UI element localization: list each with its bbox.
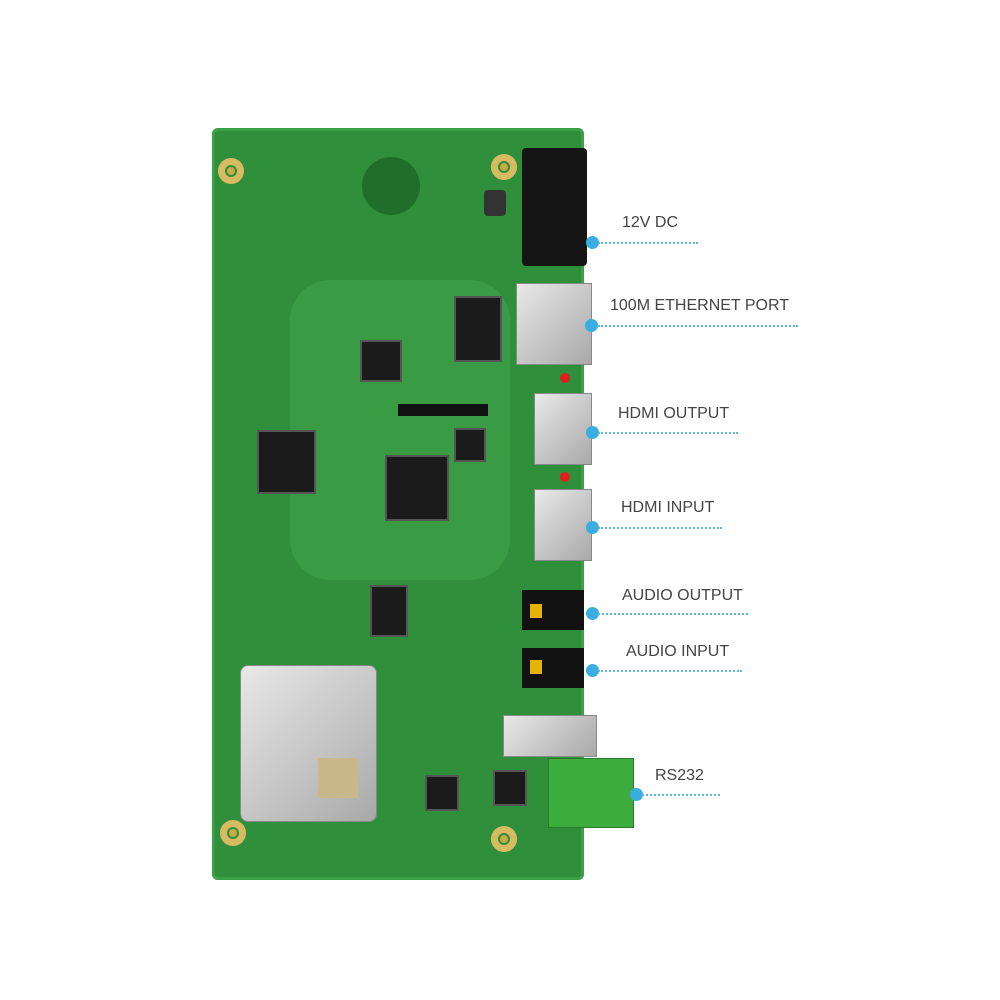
callout-label-hdmi-output: HDMI OUTPUT [618,405,730,422]
callout-line [642,794,720,796]
callout-dot [586,236,599,249]
callout-label-audio-input: AUDIO INPUT [626,643,730,660]
audio-jumper [530,660,542,674]
callout-line [598,527,722,529]
callout-label-rs232: RS232 [655,767,704,784]
battery-pad [362,157,420,215]
led [560,373,570,383]
callout-dot [586,607,599,620]
audio-jumper [530,604,542,618]
callout-dot [585,319,598,332]
dc-jack [522,148,587,266]
callout-dot [586,521,599,534]
chip [360,340,402,382]
chip [425,775,459,811]
usb-port [503,715,597,757]
callout-label-ethernet: 100M ETHERNET PORT [610,297,790,314]
4g-module [240,665,377,822]
led [560,472,570,482]
callout-line [598,613,748,615]
mounting-hole [491,154,517,180]
callout-dot [586,664,599,677]
chip [454,428,486,462]
callout-dot [586,426,599,439]
callout-line [598,670,742,672]
qr-code [318,758,358,798]
chip [370,585,408,637]
chip [493,770,527,806]
callout-dot [630,788,643,801]
ethernet-transformer [454,296,502,362]
chip [257,430,316,494]
callout-label-12v-dc: 12V DC [622,214,679,231]
callout-label-hdmi-input: HDMI INPUT [621,499,715,516]
mounting-hole [220,820,246,846]
ethernet-port [516,283,592,365]
callout-line [598,242,698,244]
hdmi-output-port [534,393,592,465]
mounting-hole [218,158,244,184]
main-processor-chip [385,455,449,521]
mounting-hole [491,826,517,852]
rs232-terminal-block [548,758,634,828]
callout-line [598,432,738,434]
hdmi-input-port [534,489,592,561]
callout-line [598,325,798,327]
capacitor [484,190,506,216]
callout-label-audio-output: AUDIO OUTPUT [622,587,743,604]
pin-header [398,404,488,416]
